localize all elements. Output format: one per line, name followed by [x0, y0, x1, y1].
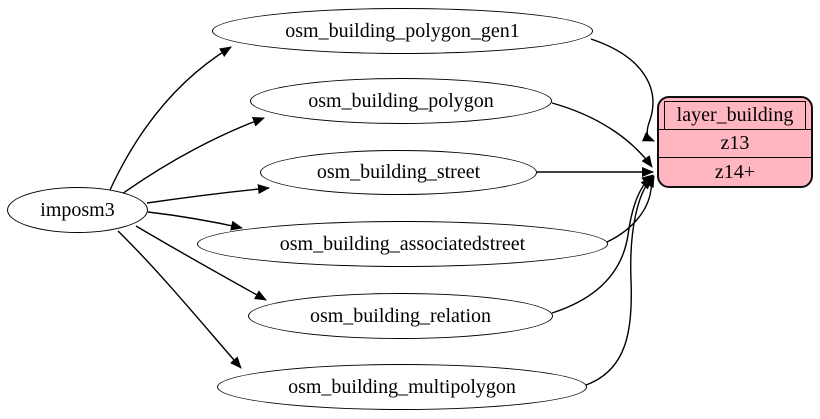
layer-building-row-z13: z13	[659, 128, 811, 158]
edge-osm-building-multipolygon-to-layer-z14	[585, 177, 653, 386]
edge-imposm3-to-osm-building-relation	[135, 225, 267, 301]
edge-imposm3-to-osm-building-polygon	[121, 117, 265, 195]
node-imposm3: imposm3	[7, 187, 148, 233]
node-layer-building: layer_building z13 z14+	[657, 96, 813, 188]
layer-building-title: layer_building	[664, 101, 806, 129]
edge-imposm3-to-osm-building-polygon-gen1	[109, 46, 232, 191]
edge-imposm3-to-osm-building-associatedstreet	[147, 211, 243, 231]
layer-building-title-row: layer_building	[659, 98, 811, 129]
node-osm-building-street: osm_building_street	[260, 150, 537, 195]
node-osm-building-multipolygon: osm_building_multipolygon	[217, 364, 587, 410]
node-osm-building-associatedstreet: osm_building_associatedstreet	[197, 221, 608, 267]
edge-osm-building-relation-to-layer-z14	[551, 174, 654, 314]
edge-imposm3-to-osm-building-street	[146, 184, 270, 204]
node-osm-building-polygon-gen1: osm_building_polygon_gen1	[212, 8, 593, 54]
edge-imposm3-to-osm-building-multipolygon	[117, 230, 242, 369]
edge-osm-building-polygon-to-layer-z14	[551, 102, 653, 168]
layer-building-row-z14plus: z14+	[659, 157, 811, 186]
edge-osm-building-associatedstreet-to-layer-z14	[606, 175, 655, 243]
node-osm-building-polygon: osm_building_polygon	[250, 78, 552, 124]
edge-osm-building-polygon-gen1-to-layer-z13	[590, 38, 655, 142]
node-osm-building-relation: osm_building_relation	[248, 293, 553, 339]
